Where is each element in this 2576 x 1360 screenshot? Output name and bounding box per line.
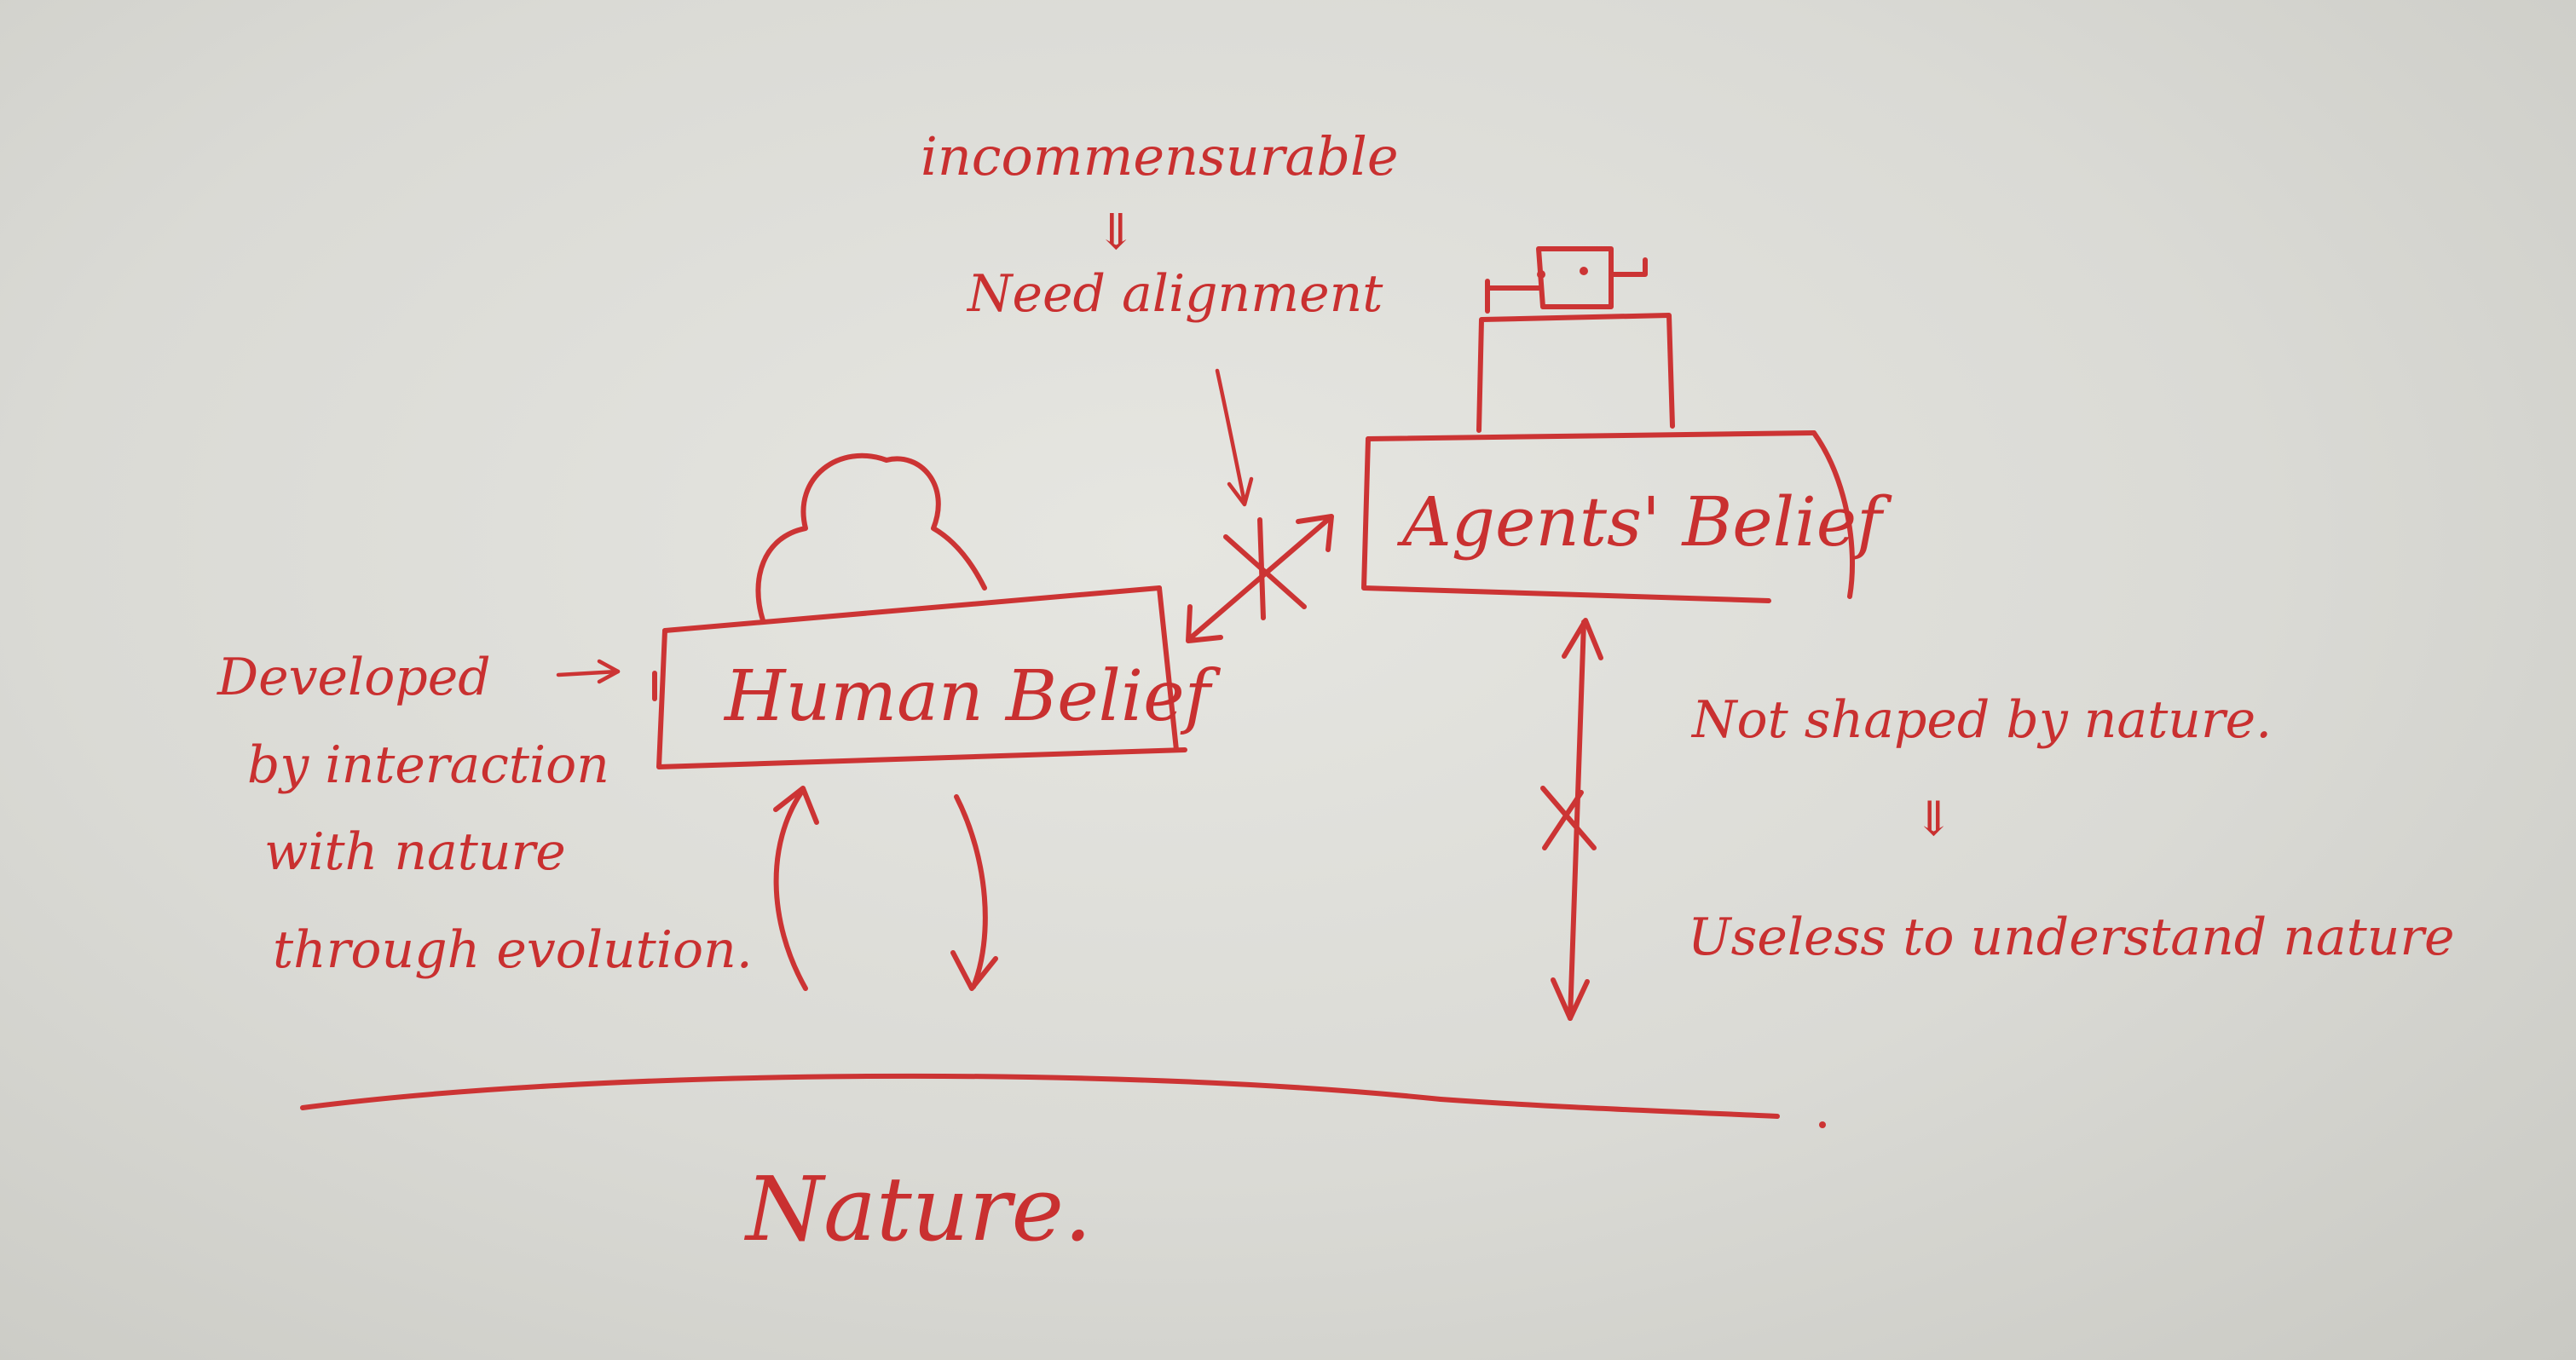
implies-arrow-top: ⇓: [1095, 203, 1137, 261]
crossed-alignment-arrow: [1186, 514, 1334, 643]
incommensurable-label: incommensurable: [921, 125, 1399, 187]
useless-label: Useless to understand nature: [1688, 908, 2455, 967]
human-belief-node: Human Belief: [652, 585, 1222, 769]
nature-ground-line: [300, 1073, 1826, 1128]
human-nature-down-arrow: [950, 794, 998, 991]
pointer-arrow: [1215, 368, 1254, 507]
agents-belief-node: Agents' Belief: [1361, 430, 1892, 603]
developed-line-4: through evolution.: [273, 920, 753, 980]
developed-line-3: with nature: [264, 822, 566, 882]
human-belief-label: Human Belief: [723, 656, 1222, 737]
developed-line-1: Developed: [217, 648, 491, 707]
need-alignment-label: Need alignment: [966, 264, 1383, 324]
agents-nature-crossed-arrow: [1540, 618, 1603, 1021]
cloud-head-icon: [755, 452, 987, 623]
robot-head-icon: [1476, 246, 1675, 433]
nature-label: Nature.: [743, 1157, 1092, 1261]
developed-arrow: [556, 659, 621, 684]
not-shaped-label: Not shaped by nature.: [1690, 690, 2272, 750]
developed-line-2: by interaction: [247, 735, 609, 795]
implies-arrow-right: ⇓: [1914, 792, 1954, 847]
human-nature-up-arrow: [773, 786, 819, 991]
agents-belief-label: Agents' Belief: [1396, 482, 1892, 562]
